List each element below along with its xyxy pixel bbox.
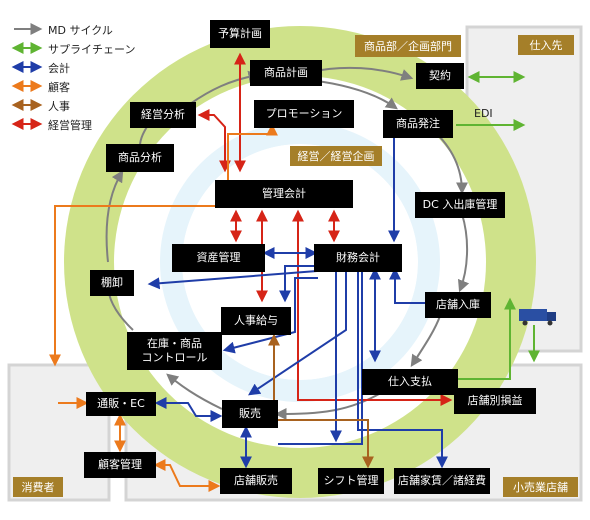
sales-node[interactable]: 販売 [222, 400, 278, 428]
truck-icon [519, 309, 556, 326]
mgmt-analysis-node[interactable]: 経営分析 [130, 102, 196, 128]
promotion-node[interactable]: プロモーション [254, 100, 354, 128]
mgmt-accounting-node[interactable]: 管理会計 [215, 180, 353, 208]
legend-label-management: 経営管理 [48, 119, 92, 132]
budget-plan-node[interactable]: 予算計画 [210, 20, 270, 48]
legend-lines [11, 23, 43, 130]
stock-control-line1: 在庫・商品 [147, 337, 202, 351]
financial-accounting-node[interactable]: 財務会計 [314, 244, 402, 272]
consumer-tag: 消費者 [13, 477, 63, 497]
store-sales-node[interactable]: 店舗販売 [220, 468, 292, 494]
customer-arrows [49, 123, 278, 492]
supply-chain-arrows [456, 71, 540, 380]
store-rent-costs-node[interactable]: 店舗家賃／諸経費 [394, 468, 490, 494]
stock-control-node[interactable]: 在庫・商品 コントロール [127, 332, 222, 370]
mail-order-ec-node[interactable]: 通販・EC [86, 392, 156, 416]
merch-dept-tag: 商品部／企画部門 [355, 35, 461, 57]
legend-label-accounting: 会計 [48, 62, 70, 75]
inventory-count-node[interactable]: 棚卸 [90, 270, 134, 296]
dc-warehouse-node[interactable]: DC 入出庫管理 [415, 192, 505, 218]
product-analysis-node[interactable]: 商品分析 [106, 144, 174, 172]
legend-label-supply: サプライチェーン [48, 43, 136, 56]
mgmt-planning-tag: 経営／経営企画 [290, 146, 382, 166]
order-node[interactable]: 商品発注 [383, 110, 453, 138]
supplier-tag: 仕入先 [518, 35, 574, 55]
edi-label: EDI [474, 107, 493, 120]
legend-label-customer: 顧客 [48, 81, 70, 94]
contract-node[interactable]: 契約 [416, 63, 464, 89]
asset-mgmt-node[interactable]: 資産管理 [172, 244, 265, 272]
store-receiving-node[interactable]: 店舗入庫 [425, 292, 491, 318]
legend-label-md: MD サイクル [48, 24, 113, 37]
retail-store-tag: 小売業店舗 [503, 477, 578, 497]
hr-payroll-node[interactable]: 人事給与 [221, 307, 291, 335]
hr-arrows [268, 333, 374, 469]
purchase-payment-node[interactable]: 仕入支払 [362, 369, 458, 395]
item-plan-node[interactable]: 商品計画 [250, 60, 322, 86]
stock-control-line2: コントロール [141, 351, 208, 364]
shift-mgmt-node[interactable]: シフト管理 [318, 468, 384, 494]
legend-label-hr: 人事 [48, 100, 70, 113]
customer-mgmt-node[interactable]: 顧客管理 [84, 452, 156, 478]
store-pl-node[interactable]: 店舗別損益 [454, 388, 536, 414]
